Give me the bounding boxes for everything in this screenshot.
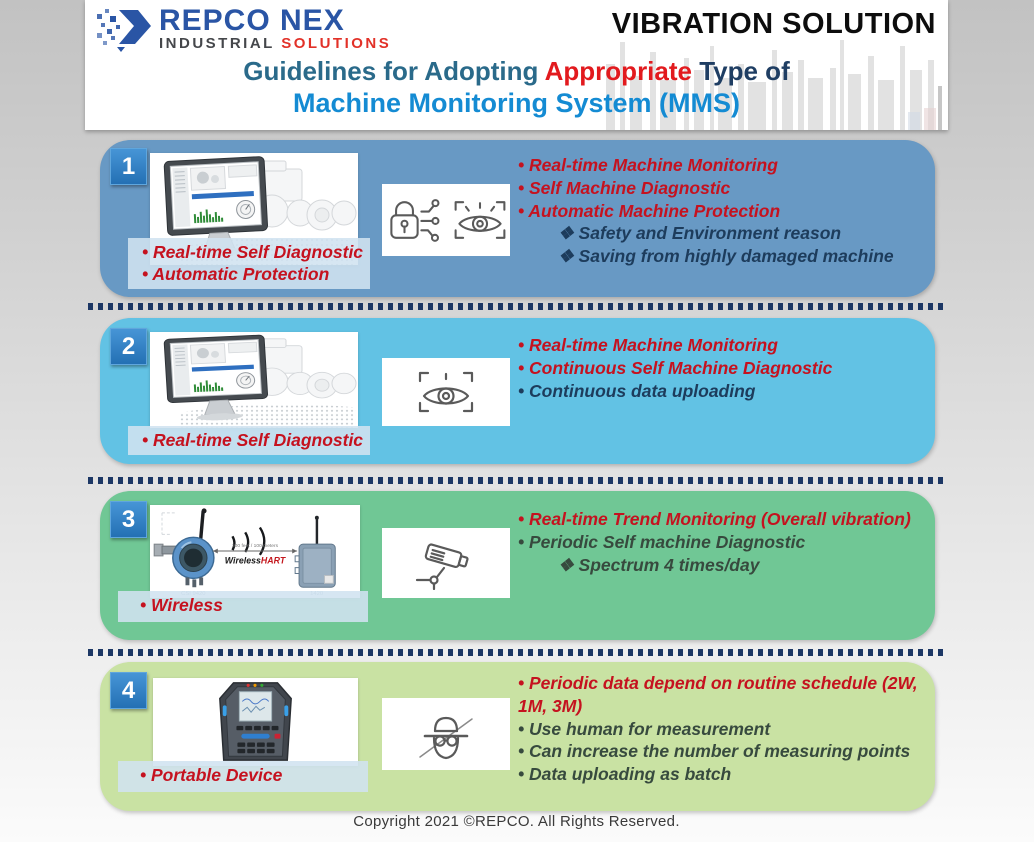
slide-title-line2: Machine Monitoring System (MMS) bbox=[292, 88, 741, 118]
panel1-caption-line2: • Automatic Protection bbox=[142, 264, 330, 284]
panel3-caption-line1: • Wireless bbox=[140, 595, 223, 615]
bullet: • Use human for measurement bbox=[518, 718, 771, 739]
bullet: • Continuous Self Machine Diagnostic bbox=[518, 357, 833, 378]
panel4-device-image bbox=[153, 678, 358, 766]
title-part1: Guidelines for Adopting bbox=[243, 56, 545, 86]
panel1-bullets: • Real-time Machine Monitoring • Self Ma… bbox=[518, 154, 926, 268]
logo-solutions: SOLUTIONS bbox=[281, 35, 392, 52]
slide-header: REPCO NEX INDUSTRIAL SOLUTIONS VIBRATION… bbox=[85, 0, 948, 130]
bullet: • Self Machine Diagnostic bbox=[518, 177, 731, 198]
sub-bullet: ❖ Safety and Environment reason bbox=[558, 223, 842, 244]
title-part2: Appropriate bbox=[544, 56, 692, 86]
industrial-skyline-watermark bbox=[606, 40, 942, 130]
copyright-footer: Copyright 2021 ©REPCO. All Rights Reserv… bbox=[353, 813, 680, 830]
title-part3: Type of bbox=[691, 56, 790, 86]
panel-wireless-system: 3 300 feet / 100 meters WirelessHART bbox=[100, 491, 935, 640]
panel1-icon-box bbox=[382, 184, 510, 256]
logo-industrial: INDUSTRIAL bbox=[159, 35, 275, 52]
sub-bullet: ❖ Saving from highly damaged machine bbox=[558, 246, 894, 267]
bullet: • Real-time Machine Monitoring bbox=[518, 335, 778, 355]
panel2-caption-line1: • Real-time Self Diagnostic bbox=[142, 430, 364, 450]
panel4-caption-line1: • Portable Device bbox=[140, 765, 283, 785]
bullet: • Automatic Machine Protection bbox=[518, 200, 781, 221]
eye-scan-icon bbox=[418, 371, 474, 413]
wireless-hart-illustration: 300 feet / 100 meters WirelessHART CSI 9… bbox=[153, 508, 336, 597]
slide-title-line1: Guidelines for Adopting Appropriate Type… bbox=[85, 56, 948, 87]
dotted-separator bbox=[88, 303, 948, 310]
bullet: • Can increase the number of measuring p… bbox=[518, 741, 911, 762]
panel-online-protection-system: 1 bbox=[100, 140, 935, 297]
panel2-icon-box bbox=[382, 358, 510, 426]
panel3-caption: • Wireless bbox=[118, 591, 368, 622]
panel3-wireless-image: 300 feet / 100 meters WirelessHART CSI 9… bbox=[150, 505, 360, 598]
panel1-number-badge: 1 bbox=[110, 148, 147, 185]
panel2-monitor-image bbox=[150, 332, 358, 428]
svg-text:WirelessHART: WirelessHART bbox=[225, 556, 286, 566]
panel3-bullets: • Real-time Trend Monitoring (Overall vi… bbox=[518, 508, 938, 576]
panel4-icon-box bbox=[382, 698, 510, 770]
panel4-bullets: • Periodic data depend on routine schedu… bbox=[518, 672, 932, 786]
panel1-caption: • Real-time Self Diagnostic • Automatic … bbox=[128, 238, 370, 289]
panel4-caption: • Portable Device bbox=[118, 761, 368, 792]
dotted-separator bbox=[88, 477, 948, 484]
wireless-label: Wireless bbox=[225, 556, 261, 566]
repco-logo: REPCO NEX INDUSTRIAL SOLUTIONS bbox=[95, 4, 391, 53]
bullet: • Periodic Self machine Diagnostic bbox=[518, 531, 806, 552]
panel-portable-device: 4 • Portable Device bbox=[100, 662, 935, 811]
wireless-distance-label: 300 feet / 100 meters bbox=[232, 543, 279, 549]
panel2-caption: • Real-time Self Diagnostic bbox=[128, 426, 370, 455]
panel3-number-badge: 3 bbox=[110, 501, 147, 538]
logo-brand-name: REPCO NEX bbox=[159, 4, 345, 37]
portable-analyzer-illustration bbox=[219, 682, 292, 761]
sub-bullet: ❖ Spectrum 4 times/day bbox=[558, 554, 760, 575]
panel3-icon-box bbox=[382, 528, 510, 598]
panel4-number-badge: 4 bbox=[110, 672, 147, 709]
logo-subline: INDUSTRIAL SOLUTIONS bbox=[159, 35, 391, 53]
spy-person-icon bbox=[419, 716, 473, 760]
bullet: • Data uploading as batch bbox=[518, 764, 732, 785]
dotted-separator bbox=[88, 649, 948, 656]
panel1-caption-line1: • Real-time Self Diagnostic bbox=[142, 242, 364, 262]
bullet: • Periodic data depend on routine schedu… bbox=[518, 673, 918, 716]
eye-scan-icon bbox=[454, 201, 506, 239]
repco-logo-text: REPCO NEX INDUSTRIAL SOLUTIONS bbox=[159, 4, 391, 53]
vibration-solution-banner: VIBRATION SOLUTION bbox=[611, 8, 936, 40]
panel2-bullets: • Real-time Machine Monitoring • Continu… bbox=[518, 334, 926, 402]
lock-circuit-icon bbox=[390, 199, 440, 242]
bullet: • Real-time Machine Monitoring bbox=[518, 155, 778, 175]
cctv-camera-icon bbox=[415, 543, 469, 590]
online-monitoring-system-illustration bbox=[163, 334, 357, 428]
hart-label: HART bbox=[261, 556, 286, 566]
bullet: • Continuous data uploading bbox=[518, 380, 756, 401]
panel2-number-badge: 2 bbox=[110, 328, 147, 365]
repco-logo-mark-icon bbox=[97, 9, 151, 52]
bullet: • Real-time Trend Monitoring (Overall vi… bbox=[518, 509, 911, 529]
panel-online-monitoring-system: 2 bbox=[100, 318, 935, 464]
